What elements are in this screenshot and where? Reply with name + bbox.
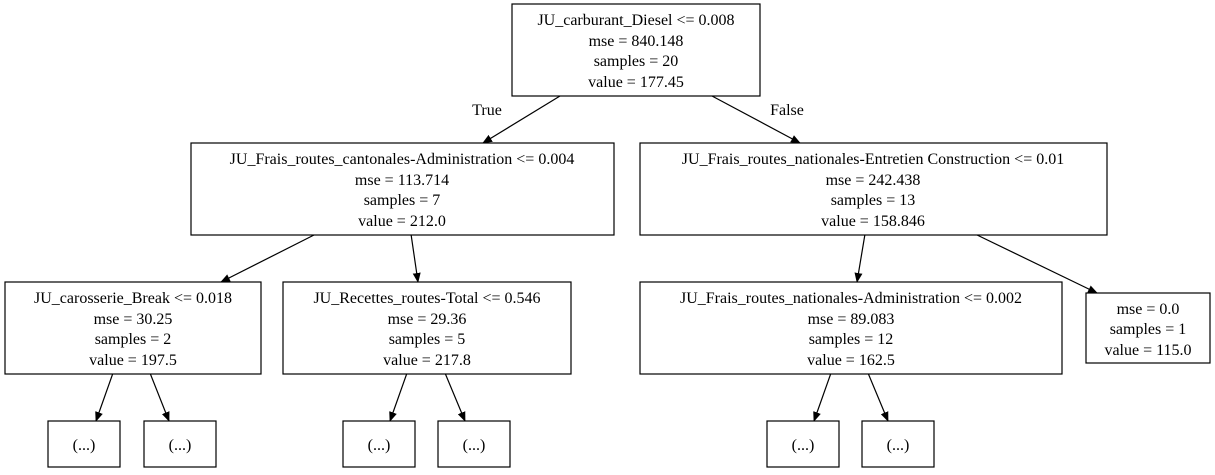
edge-n3-to-t1 (95, 372, 114, 422)
node-mse: mse = 30.25 (94, 311, 173, 328)
node-condition: JU_Recettes_routes-Total <= 0.546 (313, 290, 540, 307)
edge-n1-to-n3 (220, 233, 317, 283)
tree-node-n4: JU_Recettes_routes-Total <= 0.546 mse = … (282, 281, 572, 375)
node-mse: mse = 89.083 (808, 311, 895, 328)
node-box (1085, 292, 1211, 364)
edge-n5-to-t5 (813, 372, 832, 422)
node-condition: JU_carosserie_Break <= 0.018 (34, 290, 232, 307)
node-box (282, 281, 572, 375)
node-value: value = 158.846 (821, 213, 925, 230)
node-ellipsis: (...) (73, 437, 96, 454)
node-value: value = 115.0 (1104, 342, 1191, 359)
node-box (437, 420, 511, 468)
edge-n2-to-n6 (974, 233, 1098, 294)
node-box (47, 420, 121, 468)
node-ellipsis: (...) (368, 437, 391, 454)
node-value: value = 197.5 (89, 352, 177, 369)
node-samples: samples = 1 (1110, 321, 1187, 338)
node-box (511, 3, 761, 97)
node-samples: samples = 12 (809, 331, 894, 348)
edge-label-true: True (472, 102, 502, 119)
node-value: value = 177.45 (588, 74, 684, 91)
node-box (639, 142, 1108, 236)
edge-n5-to-t6 (867, 372, 889, 422)
tree-node-truncated-2: (...) (143, 420, 217, 468)
node-box (342, 420, 416, 468)
tree-node-root: JU_carburant_Diesel <= 0.008 mse = 840.1… (511, 3, 761, 97)
node-samples: samples = 13 (831, 192, 916, 209)
edge-n3-to-t2 (149, 372, 170, 422)
tree-node-truncated-5: (...) (766, 420, 840, 468)
edge-n4-to-t4 (444, 372, 466, 422)
node-ellipsis: (...) (887, 437, 910, 454)
tree-node-truncated-3: (...) (342, 420, 416, 468)
node-ellipsis: (...) (792, 437, 815, 454)
node-samples: samples = 7 (364, 192, 441, 209)
node-box (766, 420, 840, 468)
edge-root-to-n1 (482, 95, 561, 144)
tree-edges (95, 95, 1098, 422)
tree-node-truncated-6: (...) (861, 420, 935, 468)
node-samples: samples = 2 (95, 331, 172, 348)
tree-node-truncated-1: (...) (47, 420, 121, 468)
node-box (143, 420, 217, 468)
tree-node-n1: JU_Frais_routes_cantonales-Administratio… (190, 142, 615, 236)
edge-n2-to-n5 (854, 233, 866, 283)
tree-node-truncated-4: (...) (437, 420, 511, 468)
node-mse: mse = 113.714 (355, 172, 449, 189)
node-value: value = 162.5 (807, 352, 895, 369)
edge-label-false: False (770, 102, 804, 119)
edge-root-to-n2 (711, 95, 801, 144)
node-ellipsis: (...) (463, 437, 486, 454)
node-condition: JU_carburant_Diesel <= 0.008 (537, 12, 734, 29)
node-box (190, 142, 615, 236)
node-samples: samples = 5 (389, 331, 466, 348)
node-value: value = 217.8 (383, 352, 471, 369)
node-value: value = 212.0 (358, 213, 446, 230)
node-mse: mse = 840.148 (589, 33, 684, 50)
node-ellipsis: (...) (169, 437, 192, 454)
edge-n4-to-t3 (389, 372, 408, 422)
node-condition: JU_Frais_routes_nationales-Entretien Con… (682, 151, 1064, 168)
node-samples: samples = 20 (594, 53, 679, 70)
tree-node-n2: JU_Frais_routes_nationales-Entretien Con… (639, 142, 1108, 236)
node-box (639, 281, 1063, 375)
edge-n1-to-n4 (410, 233, 421, 283)
node-box (861, 420, 935, 468)
node-mse: mse = 0.0 (1117, 301, 1180, 318)
node-condition: JU_Frais_routes_cantonales-Administratio… (230, 151, 575, 168)
node-mse: mse = 242.438 (826, 172, 921, 189)
node-condition: JU_Frais_routes_nationales-Administratio… (680, 290, 1022, 307)
tree-node-n3: JU_carosserie_Break <= 0.018 mse = 30.25… (4, 281, 262, 375)
node-mse: mse = 29.36 (388, 311, 467, 328)
tree-node-n6: mse = 0.0 samples = 1 value = 115.0 (1085, 292, 1211, 364)
node-box (4, 281, 262, 375)
tree-node-n5: JU_Frais_routes_nationales-Administratio… (639, 281, 1063, 375)
